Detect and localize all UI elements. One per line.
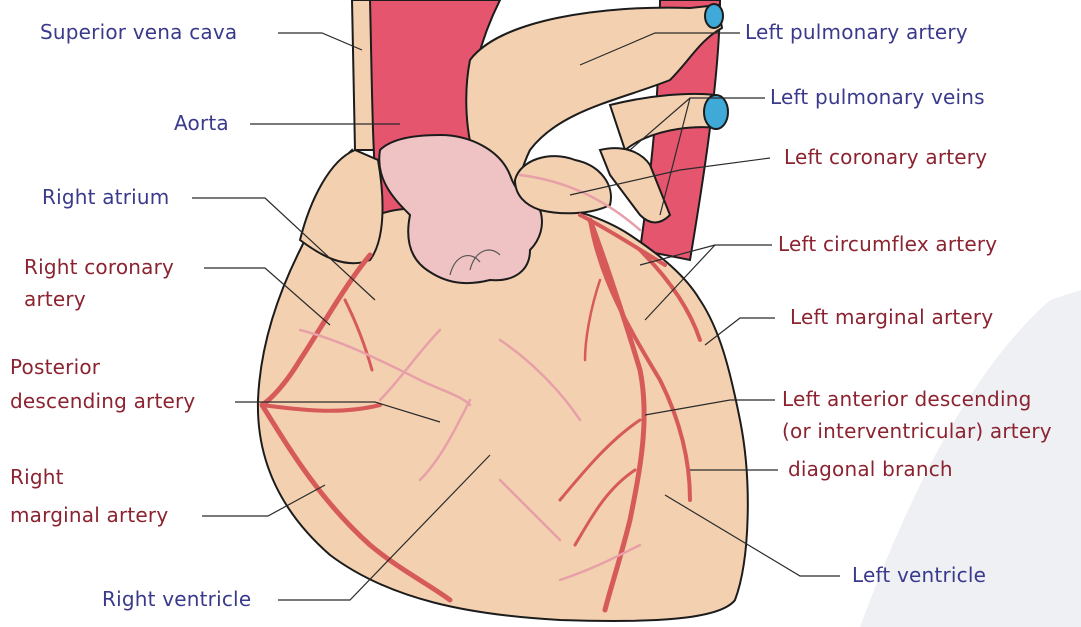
label-left-pulmonary-veins: Left pulmonary veins xyxy=(770,85,985,109)
label-right-coronary-artery: Right coronary xyxy=(24,255,174,279)
label-right-coronary-artery-line2: artery xyxy=(24,287,86,311)
label-left-anterior-descending: Left anterior descending xyxy=(782,387,1031,411)
label-posterior-descending: Posterior xyxy=(10,355,101,379)
label-right-ventricle: Right ventricle xyxy=(102,587,251,611)
label-left-ventricle: Left ventricle xyxy=(852,563,986,587)
label-right-marginal: Right xyxy=(10,465,64,489)
pulmonary-artery-opening xyxy=(705,4,723,28)
label-aorta: Aorta xyxy=(174,111,229,135)
right-atrium-region xyxy=(300,150,383,263)
label-superior-vena-cava: Superior vena cava xyxy=(40,20,237,44)
label-left-anterior-descending-line2: (or interventricular) artery xyxy=(782,419,1052,443)
leader-superior-vena-cava xyxy=(278,33,362,50)
label-left-pulmonary-artery: Left pulmonary artery xyxy=(745,20,968,44)
pulmonary-vein-opening xyxy=(704,95,728,129)
label-posterior-descending-line2: descending artery xyxy=(10,389,195,413)
label-right-marginal-line2: marginal artery xyxy=(10,503,168,527)
label-left-marginal: Left marginal artery xyxy=(790,305,993,329)
label-diagonal-branch: diagonal branch xyxy=(788,457,953,481)
label-right-atrium: Right atrium xyxy=(42,185,169,209)
label-left-coronary-artery: Left coronary artery xyxy=(784,145,987,169)
label-left-circumflex: Left circumflex artery xyxy=(778,232,997,256)
